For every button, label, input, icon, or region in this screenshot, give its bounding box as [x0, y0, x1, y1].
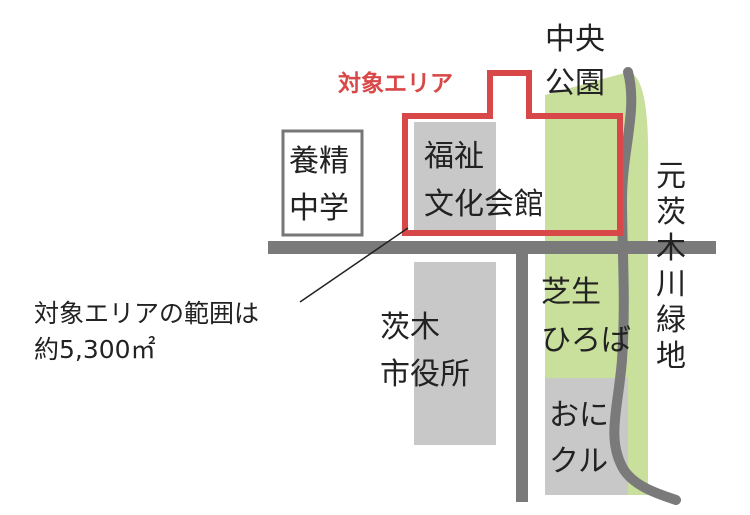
city-hall-label-1: 茨木: [380, 310, 440, 345]
river-green-label-5: 緑: [656, 303, 686, 338]
school-box: [281, 129, 364, 237]
onikuru-label-2: クル: [549, 444, 608, 479]
lawn-plaza-label-2: ひろば: [541, 323, 631, 358]
vertical-road: [516, 250, 528, 502]
range-leader-line: [299, 227, 409, 303]
river-green-label-1: 元: [656, 159, 686, 194]
city-hall-building: [414, 262, 496, 445]
river-green-label-3: 木: [656, 231, 686, 266]
river-green-label-4: 川: [656, 267, 686, 302]
river-line: [609, 67, 681, 505]
onikuru-label-1: おに: [549, 398, 609, 433]
city-hall-label-2: 市役所: [380, 357, 470, 392]
school-label-2: 中学: [289, 191, 349, 226]
river-green-label-6: 地: [656, 339, 686, 374]
range-note-label-1: 対象エリアの範囲は: [34, 299, 259, 328]
target-area-label: 対象エリア: [338, 70, 453, 97]
horizontal-road: [268, 241, 716, 254]
welfare-center-label-1: 福祉: [424, 139, 484, 174]
range-note-label-2: 約5,300㎡: [34, 335, 156, 364]
river-green-label-2: 茨: [656, 195, 686, 230]
target-area-outline: [402, 70, 623, 236]
central-park-label-1: 中央: [545, 22, 605, 57]
school-label-1: 養精: [289, 144, 349, 179]
lawn-plaza-label-1: 芝生: [541, 275, 601, 310]
welfare-center-label-2: 文化会館: [424, 187, 544, 222]
welfare-center-building: [414, 122, 496, 234]
central-park-label-2: 公園: [545, 66, 605, 101]
